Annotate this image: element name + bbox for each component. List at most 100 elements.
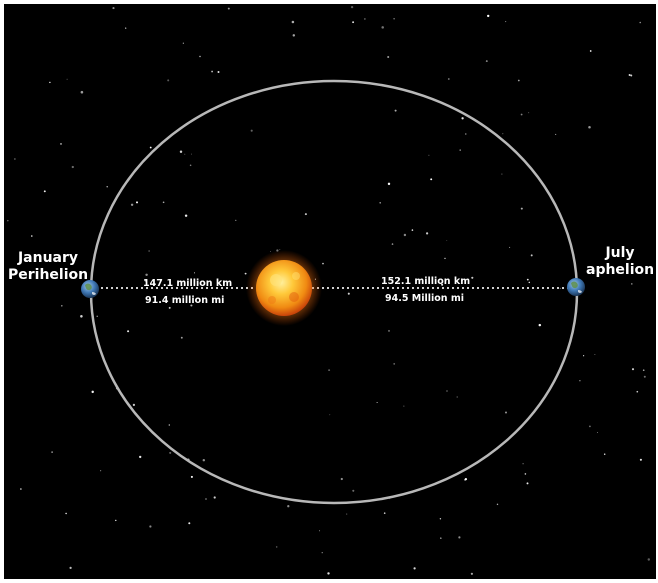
star [179,150,183,154]
star [75,273,78,276]
earth-perihelion [81,280,99,298]
star [352,489,355,492]
star [292,34,296,37]
star [127,330,130,333]
star [440,537,442,539]
star [446,240,448,242]
star [202,458,206,462]
star [69,566,72,570]
star [346,513,348,515]
star [464,477,468,481]
star [168,306,171,309]
star [135,201,139,204]
star [579,379,581,382]
star [376,402,378,403]
orbit-diagram: January Perihelion July aphelion 147.1 m… [4,4,656,579]
star [149,525,152,528]
star [379,202,381,204]
star [588,125,591,129]
star [80,90,84,94]
star [190,475,193,478]
star [603,453,606,455]
star [71,165,74,169]
star [350,5,354,9]
star [144,280,146,282]
star [428,154,430,156]
star [106,186,108,188]
star [459,149,461,151]
star [520,113,523,116]
perihelion-month: January [17,250,79,266]
star [340,477,343,481]
star [364,18,366,20]
star [227,7,230,10]
star [496,503,499,506]
star [413,567,416,570]
star [244,272,247,275]
star [304,213,307,216]
star [60,143,62,145]
star [471,276,474,279]
star [631,283,633,285]
perihelion-term: Perihelion [8,267,89,283]
star [465,133,467,135]
star [211,70,214,73]
aphelion-term: aphelion [586,262,655,278]
star [528,281,531,284]
star [189,164,192,167]
star [352,21,355,24]
star [425,232,429,235]
star [505,21,507,23]
star [279,249,281,250]
star [461,117,464,120]
star [522,463,524,465]
star [637,271,640,274]
star [347,292,350,295]
star [485,60,488,63]
star [589,50,592,52]
star [270,250,272,252]
star [528,112,530,114]
star [329,414,331,416]
star [190,304,193,307]
star [327,572,330,575]
star [403,233,407,237]
star [149,146,152,149]
star [112,7,115,10]
star [524,473,527,475]
star [188,522,191,525]
star [132,403,136,407]
star [509,246,511,248]
star [180,336,183,339]
star [14,158,16,160]
star [205,498,207,500]
star [636,390,639,393]
star [387,55,390,59]
star [487,14,490,18]
star [628,74,631,76]
earth-aphelion [567,278,585,296]
star [91,390,94,394]
star [162,201,165,204]
star [321,552,323,554]
star [538,323,542,327]
star [530,254,533,257]
star [643,375,646,378]
star [456,396,458,398]
star [444,257,446,260]
star [589,425,591,428]
star [184,153,186,155]
star [470,572,474,575]
star [504,411,508,414]
star [520,207,523,210]
star [647,558,651,561]
star [391,243,394,245]
star [517,79,520,82]
star [630,74,633,77]
star [319,530,321,532]
perihelion-distance-km: 147.1 million km [143,278,233,289]
star [148,250,150,252]
orbit-ellipse [89,79,579,505]
star [115,519,117,522]
star [7,219,9,222]
